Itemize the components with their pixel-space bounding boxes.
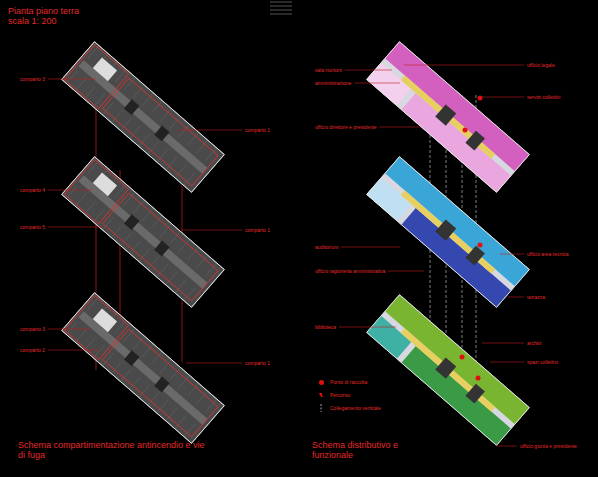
legend-symbols <box>319 393 324 412</box>
floor-plate <box>62 293 225 444</box>
room-label: ufficio direttore e presidente <box>315 124 377 130</box>
leader-line <box>354 83 400 84</box>
room-label: ufficio ragioneria amministrativa <box>315 268 385 274</box>
leader-line <box>48 79 96 80</box>
leader-line <box>490 362 524 363</box>
title: Pianta piano terra scala 1: 200 <box>8 6 98 26</box>
leader-line <box>388 271 424 272</box>
leader-line <box>48 227 102 228</box>
room-label: comparto 1 <box>245 227 270 233</box>
floor-plate <box>367 295 530 446</box>
leader-line <box>404 65 524 66</box>
leader-line <box>341 247 400 248</box>
leader-line <box>482 343 524 344</box>
legend-text: Punto di raccolta <box>330 379 367 385</box>
floor-plate <box>367 157 530 308</box>
room-label: ufficio area tecnica <box>527 251 569 257</box>
assembly-point <box>463 128 468 133</box>
leader-line <box>345 70 392 71</box>
room-label: comparto 1 <box>245 360 270 366</box>
assembly-point <box>478 96 483 101</box>
leader-line <box>48 350 100 351</box>
room-label: spazi collettivi <box>527 359 558 365</box>
leader-line <box>496 446 517 447</box>
leader-line <box>48 190 92 191</box>
assembly-point <box>460 355 465 360</box>
assembly-point <box>478 243 483 248</box>
legend-text: Collegamento verticale <box>330 405 381 411</box>
room-label: ufficio giunta e presidente <box>520 443 577 449</box>
leader-line <box>48 329 90 330</box>
leader-line <box>478 97 524 98</box>
floor-plate <box>62 157 225 308</box>
room-label: auditorium <box>315 244 338 250</box>
room-label: ufficio legale <box>527 62 555 68</box>
schema-title: Schema compartimentazione antincendio e … <box>18 440 208 460</box>
room-label: comparto 2 <box>20 347 45 353</box>
room-label: comparto 3 <box>20 326 45 332</box>
legend-text: Percorso <box>330 392 350 398</box>
leader-line <box>500 254 524 255</box>
leader-line <box>186 363 242 364</box>
legend-swatch <box>319 380 324 385</box>
leader-line <box>178 130 242 131</box>
room-label: comparto 5 <box>20 224 45 230</box>
leader-line <box>339 327 396 328</box>
room-label: comparto 4 <box>20 187 45 193</box>
room-label: biblioteca <box>315 324 336 330</box>
room-label: servizi collettivi <box>527 94 560 100</box>
room-label: sala riunioni <box>315 67 342 73</box>
room-label: comparto 1 <box>245 127 270 133</box>
stair-symbol <box>270 2 292 14</box>
room-label: amministrazione <box>315 80 351 86</box>
schema-title: Schema distributivo e funzionale <box>312 440 422 460</box>
assembly-point <box>476 376 481 381</box>
leader-line <box>508 297 524 298</box>
leader-line <box>182 230 242 231</box>
leader-line <box>380 127 420 128</box>
room-label: comparto 3 <box>20 76 45 82</box>
room-label: terrazza <box>527 294 545 300</box>
room-label: archivi <box>527 340 541 346</box>
